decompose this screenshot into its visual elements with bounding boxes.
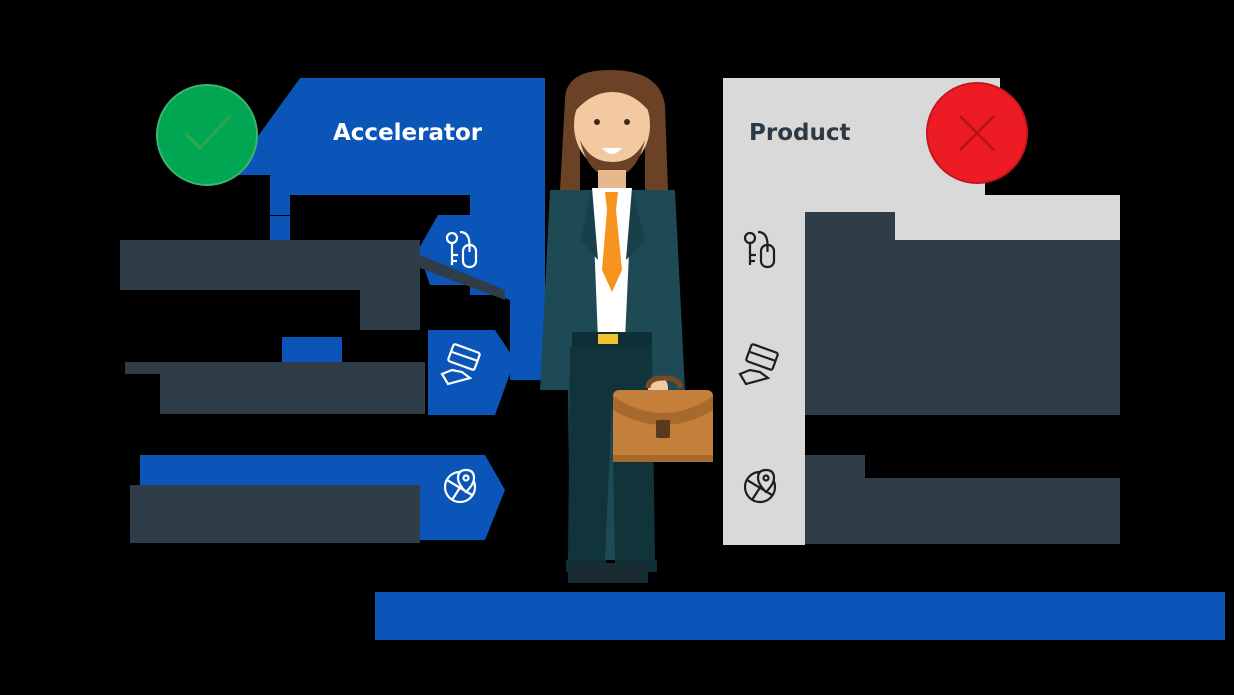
text-block xyxy=(360,285,420,330)
text-block xyxy=(120,240,420,290)
accel-badge-2 xyxy=(428,330,515,415)
check-icon xyxy=(184,114,232,151)
card-hand-icon xyxy=(738,343,779,386)
briefcase xyxy=(613,375,713,462)
key-mouse-icon xyxy=(445,230,478,269)
text-block xyxy=(130,485,420,543)
product-badge-3 xyxy=(728,455,805,540)
bottom-small-block xyxy=(568,563,648,583)
accelerator-status xyxy=(156,84,258,186)
accelerator-title: Accelerator xyxy=(333,120,483,146)
businessman-illustration xyxy=(540,70,713,572)
globe-pin-icon xyxy=(743,468,777,504)
accelerator-panel-shape xyxy=(230,78,545,380)
product-title: Product xyxy=(749,120,851,146)
status-circle-green xyxy=(156,84,258,186)
accel-text-blocks xyxy=(120,216,505,543)
globe-pin-icon xyxy=(443,468,477,504)
product-badge-1 xyxy=(727,215,800,285)
bottom-bar xyxy=(375,563,1225,640)
text-block xyxy=(140,455,420,485)
key-mouse-icon xyxy=(743,230,776,269)
card-hand-icon xyxy=(440,343,481,386)
text-block xyxy=(805,455,865,480)
text-block xyxy=(160,362,425,414)
text-block xyxy=(805,212,895,244)
product-panel-shape xyxy=(723,78,1000,100)
text-block-link xyxy=(420,255,505,300)
text-block xyxy=(805,478,1120,544)
accel-badge-3 xyxy=(418,455,505,540)
product-badge-2 xyxy=(728,330,805,410)
product-text-blocks xyxy=(805,212,1120,544)
cross-icon xyxy=(959,115,995,151)
text-block xyxy=(282,337,342,362)
bottom-blue-bar xyxy=(375,592,1225,640)
text-block xyxy=(805,240,1120,415)
text-block xyxy=(270,216,290,241)
product-status xyxy=(926,82,1028,184)
